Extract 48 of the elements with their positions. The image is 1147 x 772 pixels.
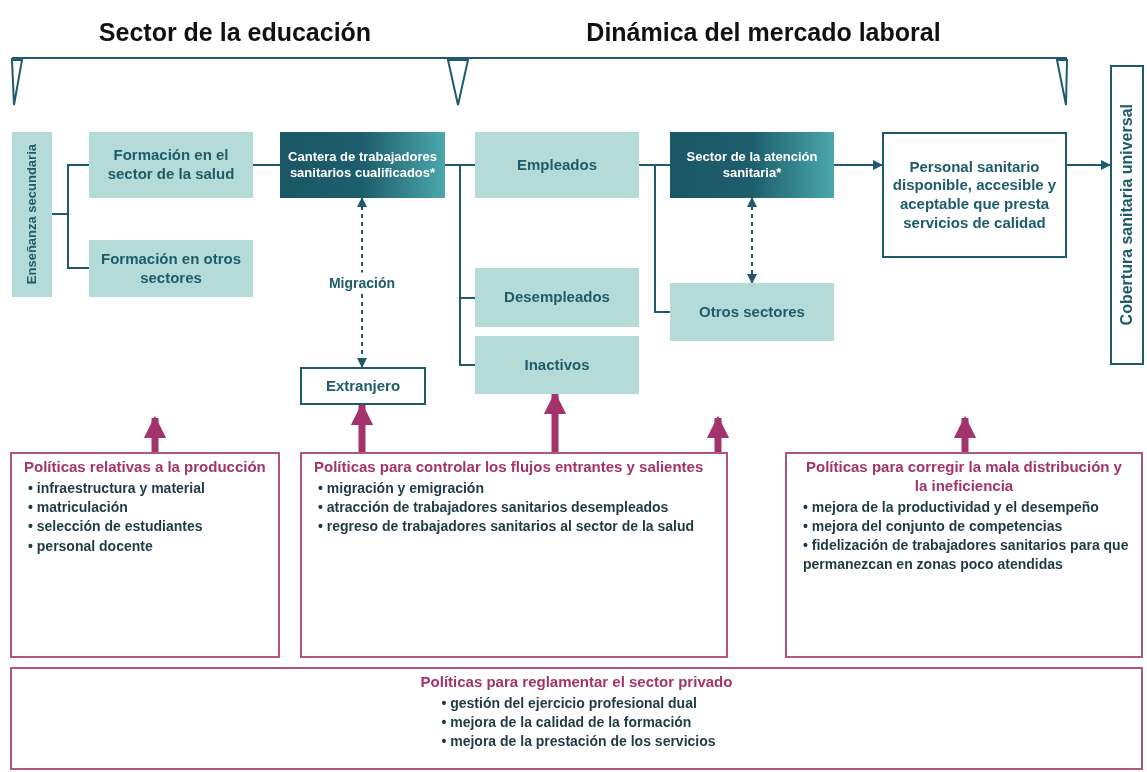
arrow bbox=[357, 197, 367, 368]
connector-line bbox=[252, 164, 281, 166]
arrow bbox=[1066, 160, 1111, 170]
stage-box: Formación en otros sectores bbox=[89, 240, 253, 297]
influence-arrow bbox=[143, 415, 167, 452]
policy-box bbox=[10, 452, 280, 658]
outcome-box bbox=[1110, 65, 1144, 365]
stage-box: Otros sectores bbox=[670, 283, 834, 341]
policy-item: • mejora de la calidad de la formación bbox=[441, 714, 692, 730]
policy-item: • matriculación bbox=[28, 499, 128, 515]
section-heading: Sector de la educación bbox=[98, 17, 372, 48]
policy-item: • selección de estudiantes bbox=[28, 518, 203, 535]
policy-item: • infraestructura y material bbox=[28, 479, 205, 496]
policy-heading: Políticas relativas a la producción bbox=[24, 458, 266, 477]
policy-item: • fidelización de trabajadores sanitarios para que permanezcan en zonas poco atendidas bbox=[803, 537, 1129, 573]
stage-box bbox=[12, 132, 52, 297]
policy-box bbox=[300, 452, 728, 658]
section-heading: Dinámica del mercado laboral bbox=[586, 17, 941, 48]
policy-item: • personal docente bbox=[28, 537, 153, 554]
policy-heading: Políticas para corregir la mala distribución y la ineficiencia bbox=[805, 458, 1123, 496]
policy-heading: Políticas para controlar los flujos entrantes y salientes bbox=[314, 458, 705, 477]
policy-item: • migración y emigración bbox=[318, 479, 484, 496]
policy-item: • regreso de trabajadores sanitarios al sector de la salud bbox=[318, 518, 695, 535]
box-label: Enseñanza secundaria bbox=[23, 144, 41, 285]
stage-box: Desempleados bbox=[475, 268, 639, 327]
policy-item: • mejora de la productividad y el desempeño bbox=[803, 498, 1099, 515]
policy-box bbox=[785, 452, 1143, 658]
stage-box: Empleados bbox=[475, 132, 639, 198]
connector-line bbox=[51, 213, 90, 269]
policy-item: • mejora de la prestación de los servicios bbox=[441, 733, 716, 750]
influence-arrow bbox=[706, 415, 730, 452]
highlight-box: Sector de la atención sanitaria* bbox=[670, 132, 834, 198]
box-label: Cobertura sanitaria universal bbox=[1117, 104, 1136, 326]
connector-line bbox=[444, 164, 476, 366]
outcome-box: Extranjero bbox=[300, 367, 426, 405]
influence-arrow bbox=[953, 415, 977, 452]
highlight-box: Cantera de trabajadores sanitarios cualificados* bbox=[280, 132, 445, 198]
stage-box: Formación en el sector de la salud bbox=[89, 132, 253, 198]
outcome-box: Personal sanitario disponible, accesible y aceptable que presta servicios de calidad bbox=[882, 132, 1067, 258]
arrow bbox=[833, 160, 883, 170]
arrow bbox=[747, 197, 757, 284]
connector-line bbox=[638, 164, 671, 313]
policy-item: • gestión del ejercicio profesional dual bbox=[441, 694, 697, 711]
policy-item: • atracción de trabajadores sanitarios desempleados bbox=[318, 499, 669, 515]
policy-item: • mejora del conjunto de competencias bbox=[803, 517, 1063, 534]
policy-box bbox=[10, 667, 1143, 770]
policy-heading: Políticas para reglamentar el sector privado bbox=[420, 673, 733, 692]
stage-box: Inactivos bbox=[475, 336, 639, 394]
